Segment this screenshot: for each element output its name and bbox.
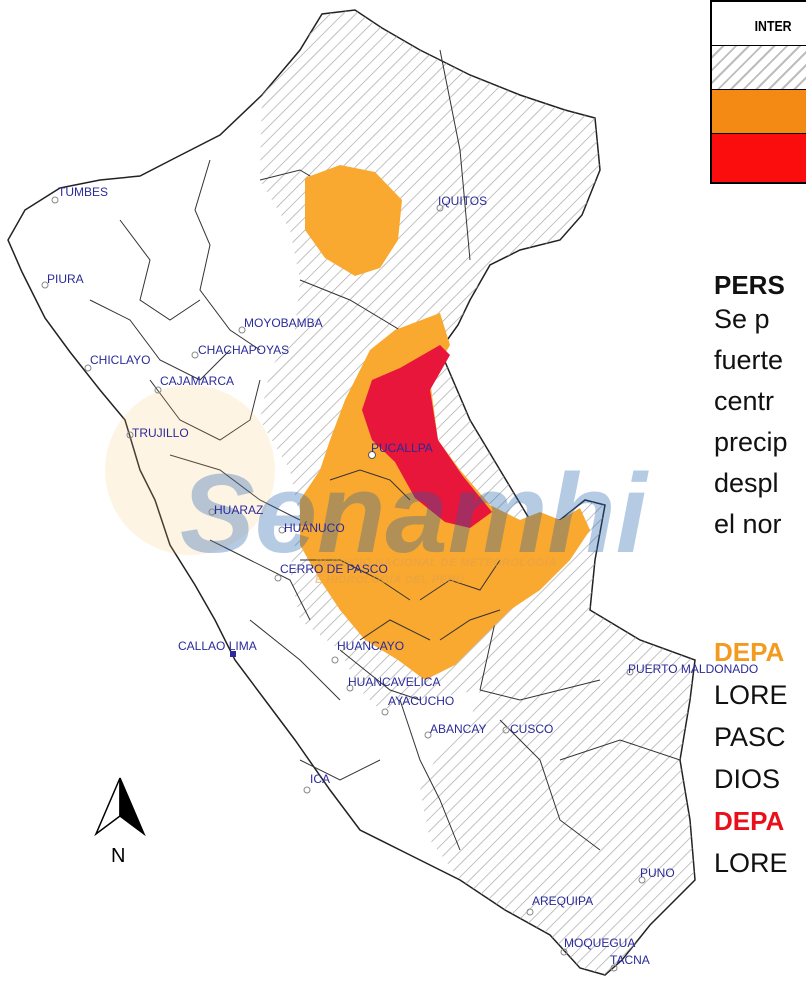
city-label: AREQUIPA <box>532 894 593 908</box>
forecast-text: PERS Se p fuerte centr precip despl el n… <box>714 270 806 985</box>
red-dept-line: LORE <box>714 848 788 878</box>
body-line: el nor <box>714 509 782 539</box>
city-label: CHICLAYO <box>90 353 150 367</box>
orange-heading: DEPA <box>714 637 785 667</box>
city-label: CHACHAPOYAS <box>198 343 289 357</box>
city-label: MOYOBAMBA <box>244 316 323 330</box>
watermark-line-1: SERVICIO NACIONAL DE METEOROLOGÍA <box>315 556 557 569</box>
city-label: CERRO DE PASCO <box>280 562 388 576</box>
city-label: TRUJILLO <box>132 426 189 440</box>
city-label: ICA <box>310 772 330 786</box>
orange-dept-line: PASC <box>714 722 786 752</box>
body-line: despl <box>714 468 779 498</box>
city-labels: TUMBES PIURA IQUITOS MOYOBAMBA CHACHAPOY… <box>41 185 758 972</box>
city-label: HUANCAVELICA <box>348 675 440 689</box>
city-label: CALLAO LIMA <box>178 639 257 653</box>
body-line: fuerte <box>714 345 784 375</box>
city-label: PUERTO MALDONADO <box>628 662 758 676</box>
body-line: precip <box>714 427 788 457</box>
legend-header: INTER <box>712 2 806 46</box>
body-line: Se p <box>714 304 770 334</box>
section-title: PERS <box>714 270 785 300</box>
city-label: AYACUCHO <box>388 694 454 708</box>
city-label: TACNA <box>610 953 650 967</box>
city-label: CUSCO <box>510 722 553 736</box>
legend: INTER <box>710 0 806 184</box>
body-line: centr <box>714 386 775 416</box>
orange-zone-north <box>305 165 402 276</box>
city-label: ABANCAY <box>430 722 486 736</box>
city-label: HUÁNUCO <box>284 520 345 535</box>
north-arrow-icon: N <box>94 777 146 867</box>
watermark-brand: Senamhi <box>180 451 650 576</box>
city-label: CAJAMARCA <box>160 374 234 388</box>
city-label: IQUITOS <box>438 194 487 208</box>
city-label: PUNO <box>640 866 675 880</box>
watermark: Senamhi SERVICIO NACIONAL DE METEOROLOGÍ… <box>105 385 650 586</box>
red-heading: DEPA <box>714 806 785 836</box>
city-label: HUANCAYO <box>337 639 404 653</box>
legend-swatch-red <box>712 134 806 182</box>
zone-boundaries <box>300 469 501 641</box>
orange-dept-line: DIOS <box>714 764 781 794</box>
city-label: MOQUEGUA <box>564 936 635 950</box>
orange-dept-line: LORE <box>714 680 788 710</box>
city-label: PIURA <box>47 272 84 286</box>
legend-swatch-orange <box>712 90 806 134</box>
watermark-line-2: E HIDROLOGÍA DEL PERÚ <box>315 573 465 586</box>
city-label: PUCALLPA <box>371 441 433 455</box>
legend-swatch-hatched <box>712 46 806 90</box>
red-zone <box>362 345 492 528</box>
city-label: HUARAZ <box>214 503 263 517</box>
north-arrow-label: N <box>111 845 125 867</box>
city-label: TUMBES <box>58 185 108 199</box>
